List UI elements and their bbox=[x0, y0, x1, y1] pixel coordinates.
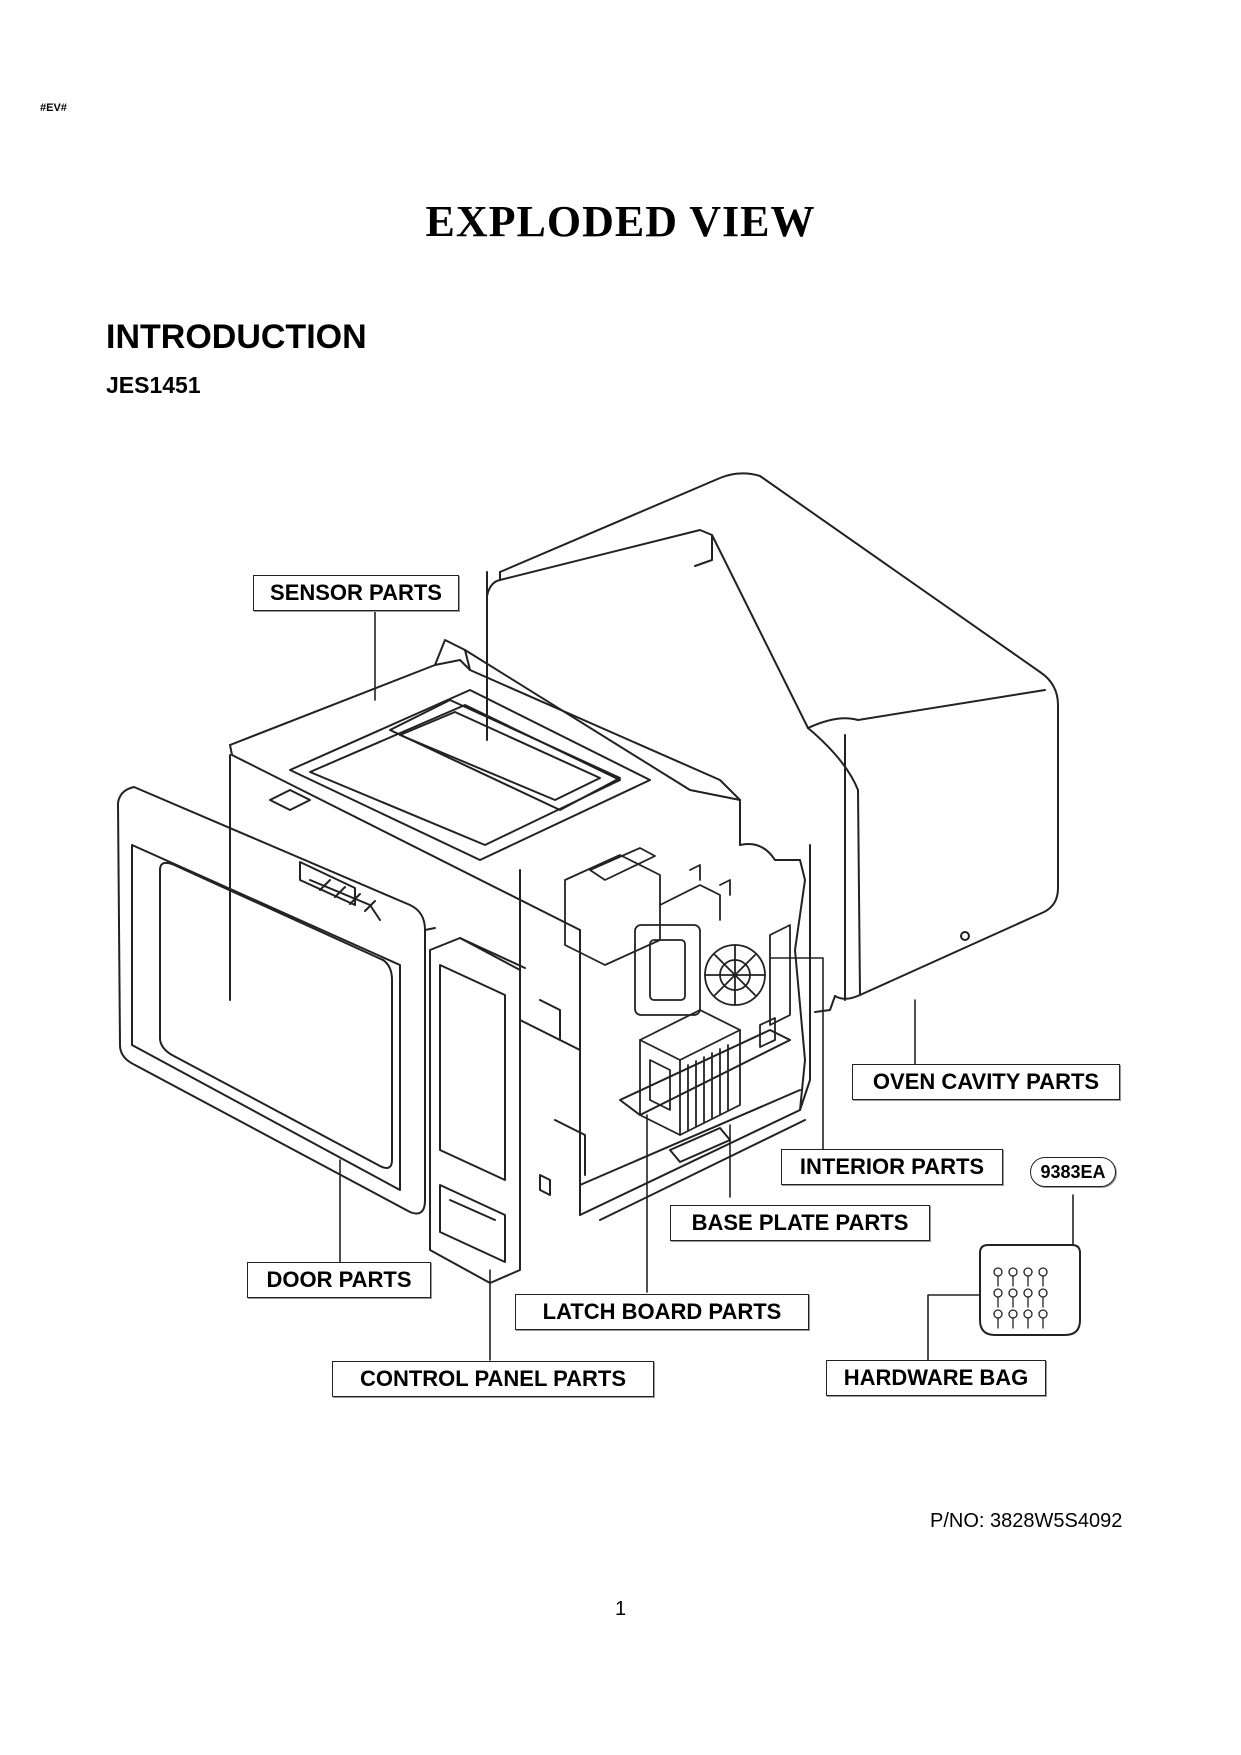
hardware-bag-drawing bbox=[979, 1244, 1081, 1336]
part-number: P/NO: 3828W5S4092 bbox=[930, 1510, 1123, 1532]
interior-parts-label: INTERIOR PARTS bbox=[781, 1149, 1003, 1185]
oven-chassis bbox=[229, 639, 811, 1221]
sensor-parts-label: SENSOR PARTS bbox=[253, 575, 459, 611]
control-panel bbox=[429, 937, 526, 1284]
door-parts-label: DOOR PARTS bbox=[247, 1262, 431, 1298]
page-number: 1 bbox=[614, 1598, 627, 1620]
base-plate-parts-label: BASE PLATE PARTS bbox=[670, 1205, 930, 1241]
outer-cabinet bbox=[486, 472, 1059, 1013]
bag-code-label: 9383EA bbox=[1030, 1157, 1116, 1187]
document-code: #EV# bbox=[40, 102, 67, 114]
latch-board-parts-label: LATCH BOARD PARTS bbox=[515, 1294, 809, 1330]
door bbox=[117, 786, 436, 1215]
oven-cavity-parts-label: OVEN CAVITY PARTS bbox=[852, 1064, 1120, 1100]
page-title: EXPLODED VIEW bbox=[425, 197, 816, 246]
control-panel-parts-label: CONTROL PANEL PARTS bbox=[332, 1361, 654, 1397]
model-number: JES1451 bbox=[106, 372, 201, 398]
hardware-bag-label: HARDWARE BAG bbox=[826, 1360, 1046, 1396]
internal-components bbox=[564, 847, 791, 1136]
section-title: INTRODUCTION bbox=[106, 318, 367, 356]
leader-lines bbox=[339, 609, 1074, 1366]
